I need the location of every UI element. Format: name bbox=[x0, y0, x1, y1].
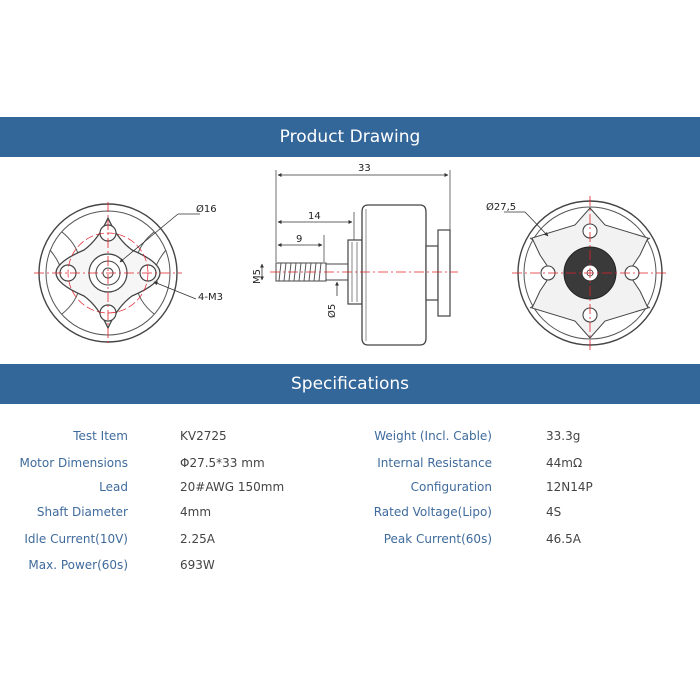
spec-value-shaft-diameter: 4mm bbox=[180, 505, 212, 519]
spec-value-configuration: 12N14P bbox=[546, 480, 593, 494]
length-total-label: 33 bbox=[358, 163, 371, 174]
spec-label-motor-dimensions: Motor Dimensions bbox=[19, 456, 128, 470]
specifications-header: Specifications bbox=[0, 364, 700, 404]
spec-label-idle-current: Idle Current(10V) bbox=[24, 532, 128, 546]
specifications-title: Specifications bbox=[290, 374, 409, 394]
front-view: Ø16 4-M3 bbox=[34, 202, 223, 345]
spec-label-weight: Weight (Incl. Cable) bbox=[374, 429, 492, 443]
spec-value-rated-voltage: 4S bbox=[546, 505, 562, 519]
rear-view: Ø27,5 bbox=[486, 196, 668, 350]
front-holes-label: 4-M3 bbox=[198, 292, 223, 303]
thread-label: M5 bbox=[252, 269, 263, 284]
spec-label-configuration: Configuration bbox=[410, 480, 492, 494]
spec-label-shaft-diameter: Shaft Diameter bbox=[36, 505, 128, 519]
spec-value-test-item: KV2725 bbox=[180, 429, 227, 443]
spec-label-rated-voltage: Rated Voltage(Lipo) bbox=[373, 505, 492, 519]
spec-value-motor-dimensions: Φ27.5*33 mm bbox=[180, 456, 265, 470]
front-diameter-label: Ø16 bbox=[196, 203, 217, 215]
spec-label-test-item: Test Item bbox=[73, 429, 128, 443]
spec-value-internal-resistance: 44mΩ bbox=[546, 456, 583, 470]
shaft-dia-label: Ø5 bbox=[326, 304, 338, 318]
spec-label-peak-current: Peak Current(60s) bbox=[383, 532, 492, 546]
length-14-label: 14 bbox=[308, 211, 321, 222]
product-drawing-title: Product Drawing bbox=[279, 127, 421, 147]
spec-label-max-power: Max. Power(60s) bbox=[28, 558, 128, 572]
technical-drawing: Ø16 4-M3 33 14 9 bbox=[34, 163, 668, 350]
spec-value-idle-current: 2.25A bbox=[180, 532, 215, 546]
spec-label-lead: Lead bbox=[99, 480, 128, 494]
rear-diameter-label: Ø27,5 bbox=[486, 201, 516, 213]
spec-value-peak-current: 46.5A bbox=[546, 532, 581, 546]
spec-value-lead: 20#AWG 150mm bbox=[180, 480, 285, 494]
spec-label-internal-resistance: Internal Resistance bbox=[377, 456, 492, 470]
length-9-label: 9 bbox=[296, 234, 302, 245]
spec-value-max-power: 693W bbox=[180, 558, 215, 572]
spec-value-weight: 33.3g bbox=[546, 429, 581, 443]
side-view: 33 14 9 M5 Ø5 bbox=[252, 163, 458, 346]
product-drawing-header: Product Drawing bbox=[0, 117, 700, 157]
